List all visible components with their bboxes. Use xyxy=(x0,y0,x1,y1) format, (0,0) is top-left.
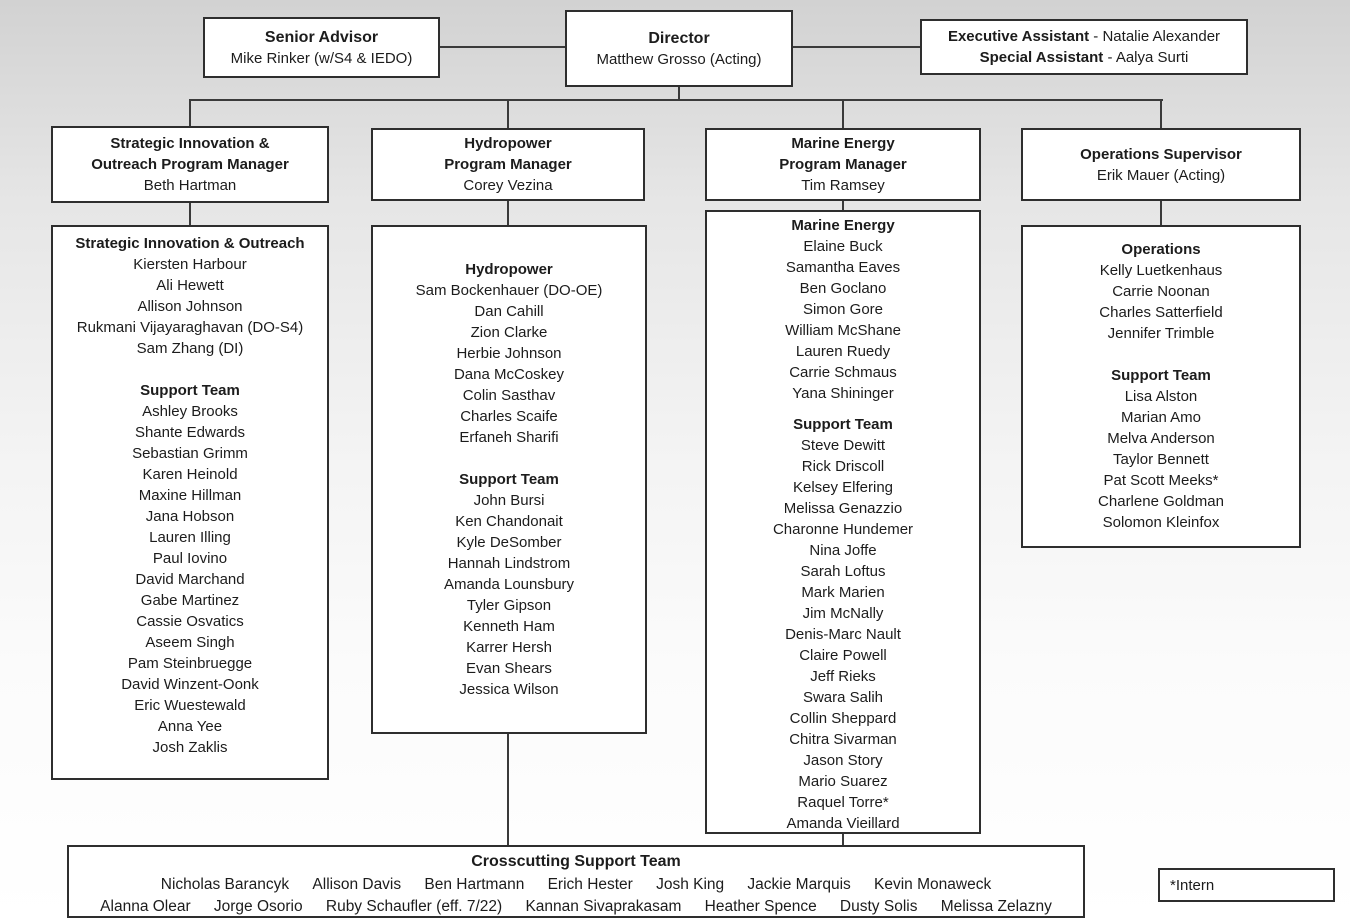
connector-strategic-team xyxy=(189,203,191,225)
executive-assistant-role: Executive Assistant xyxy=(947,28,1090,45)
marine-team-heading: Marine Energy xyxy=(791,217,895,234)
strategic-support-heading: Support Team xyxy=(140,382,240,399)
strategic-team-heading: Strategic Innovation & Outreach xyxy=(75,235,305,252)
intern-footnote-label: *Intern xyxy=(1170,876,1215,894)
operations-supervisor-box: Operations Supervisor Erik Mauer (Acting… xyxy=(1021,128,1301,201)
senior-advisor-box: Senior Advisor Mike Rinker (w/S4 & IEDO) xyxy=(203,17,440,78)
connector-marine-crosscutting xyxy=(842,834,844,845)
strategic-manager-box: Strategic Innovation & Outreach Program … xyxy=(51,126,329,203)
connector-director-drop xyxy=(678,87,680,101)
executive-assistant-line: Executive Assistant - Natalie Alexander xyxy=(922,26,1246,47)
strategic-manager-title-line1: Strategic Innovation & xyxy=(110,135,270,152)
intern-footnote-box: *Intern xyxy=(1158,868,1335,902)
director-title: Director xyxy=(648,29,710,47)
connector-operations-team xyxy=(1160,201,1162,225)
hydropower-support-members: John Bursi Ken Chandonait Kyle DeSomber … xyxy=(443,492,575,698)
marine-team-box: Marine Energy Elaine Buck Samantha Eaves… xyxy=(705,210,981,834)
operations-team-box: Operations Kelly Luetkenhaus Carrie Noon… xyxy=(1021,225,1301,548)
senior-advisor-name: Mike Rinker (w/S4 & IEDO) xyxy=(230,49,413,67)
strategic-team-members: Kiersten Harbour Ali Hewett Allison John… xyxy=(76,256,304,357)
connector-drop-strategic xyxy=(189,99,191,126)
connector-drop-operations xyxy=(1160,99,1162,128)
hydropower-support-heading: Support Team xyxy=(459,471,559,488)
connector-hydropower-crosscutting xyxy=(507,734,509,845)
marine-manager-box: Marine Energy Program Manager Tim Ramsey xyxy=(705,128,981,201)
operations-team-members: Kelly Luetkenhaus Carrie Noonan Charles … xyxy=(1099,262,1223,342)
operations-support-heading: Support Team xyxy=(1111,367,1211,384)
operations-support-members: Lisa Alston Marian Amo Melva Anderson Ta… xyxy=(1098,388,1224,531)
connector-drop-hydropower xyxy=(507,99,509,128)
director-box: Director Matthew Grosso (Acting) xyxy=(565,10,793,87)
operations-team-heading: Operations xyxy=(1121,241,1201,258)
connector-senior-to-director xyxy=(440,46,565,48)
strategic-manager-name: Beth Hartman xyxy=(143,177,237,194)
senior-advisor-title: Senior Advisor xyxy=(264,28,379,46)
assistants-box: Executive Assistant - Natalie Alexander … xyxy=(920,19,1248,75)
hydropower-manager-name: Corey Vezina xyxy=(463,177,553,194)
marine-support-heading: Support Team xyxy=(793,416,893,433)
special-assistant-name: - Aalya Surti xyxy=(1103,49,1189,66)
special-assistant-role: Special Assistant xyxy=(979,49,1104,66)
strategic-manager-title-line2: Outreach Program Manager xyxy=(91,156,289,173)
strategic-team-box: Strategic Innovation & Outreach Kiersten… xyxy=(51,225,329,780)
crosscutting-support-box: Crosscutting Support Team Nicholas Baran… xyxy=(67,845,1085,918)
marine-manager-title-line2: Program Manager xyxy=(779,156,907,173)
marine-support-members: Steve Dewitt Rick Driscoll Kelsey Elferi… xyxy=(772,437,914,832)
connector-marine-team xyxy=(842,201,844,210)
crosscutting-row1: Nicholas Barancyk Allison Davis Ben Hart… xyxy=(160,876,992,893)
hydropower-manager-box: Hydropower Program Manager Corey Vezina xyxy=(371,128,645,201)
marine-manager-name: Tim Ramsey xyxy=(801,177,885,194)
connector-director-to-assistants xyxy=(793,46,920,48)
hydropower-manager-title-line1: Hydropower xyxy=(464,135,552,152)
operations-supervisor-title: Operations Supervisor xyxy=(1080,145,1242,163)
director-name: Matthew Grosso (Acting) xyxy=(596,50,762,68)
hydropower-team-heading: Hydropower xyxy=(465,261,553,278)
marine-team-members: Elaine Buck Samantha Eaves Ben Goclano S… xyxy=(785,238,901,402)
strategic-support-members: Ashley Brooks Shante Edwards Sebastian G… xyxy=(121,403,259,756)
crosscutting-title: Crosscutting Support Team xyxy=(471,853,681,870)
special-assistant-line: Special Assistant - Aalya Surti xyxy=(922,47,1246,68)
marine-manager-title-line1: Marine Energy xyxy=(791,135,895,152)
executive-assistant-name: - Natalie Alexander xyxy=(1089,28,1221,45)
connector-hydropower-team xyxy=(507,201,509,225)
connector-bus xyxy=(189,99,1163,101)
crosscutting-row2: Alanna Olear Jorge Osorio Ruby Schaufler… xyxy=(100,898,1052,915)
hydropower-team-box: Hydropower Sam Bockenhauer (DO-OE) Dan C… xyxy=(371,225,647,734)
connector-drop-marine xyxy=(842,99,844,128)
hydropower-team-members: Sam Bockenhauer (DO-OE) Dan Cahill Zion … xyxy=(415,282,603,446)
operations-supervisor-name: Erik Mauer (Acting) xyxy=(1096,166,1226,184)
hydropower-manager-title-line2: Program Manager xyxy=(444,156,572,173)
